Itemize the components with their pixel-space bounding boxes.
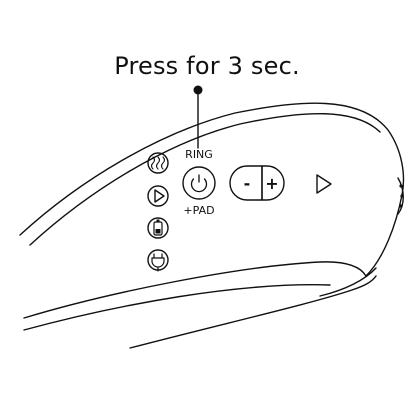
device-outline-top-inner — [29, 112, 381, 246]
device-outline-right — [365, 194, 403, 277]
device-outline-bottom-4 — [319, 267, 377, 297]
minus-plus-rocker — [229, 165, 285, 201]
power-button — [182, 166, 216, 200]
side-dot-1 — [399, 184, 403, 188]
minus-label: - — [244, 174, 251, 193]
plug-icon — [147, 249, 169, 272]
plus-label: + — [265, 174, 278, 193]
play-mode-icon — [147, 185, 169, 207]
device-outline-bottom-3 — [129, 275, 377, 349]
power-icon — [190, 174, 208, 193]
device-outline-bottom-2 — [23, 284, 331, 331]
callout-text: Press for 3 sec. — [114, 52, 300, 80]
heat-icon — [147, 152, 169, 174]
device-outline-bottom-1 — [23, 261, 367, 319]
battery-icon — [147, 217, 169, 239]
pad-label: +PAD — [183, 204, 214, 217]
side-dot-2 — [400, 194, 404, 198]
side-dot-3 — [399, 204, 403, 208]
device-outline-top — [19, 102, 405, 236]
ring-label: RING — [185, 148, 213, 161]
device-side-edge — [397, 177, 404, 215]
play-icon — [316, 174, 332, 194]
